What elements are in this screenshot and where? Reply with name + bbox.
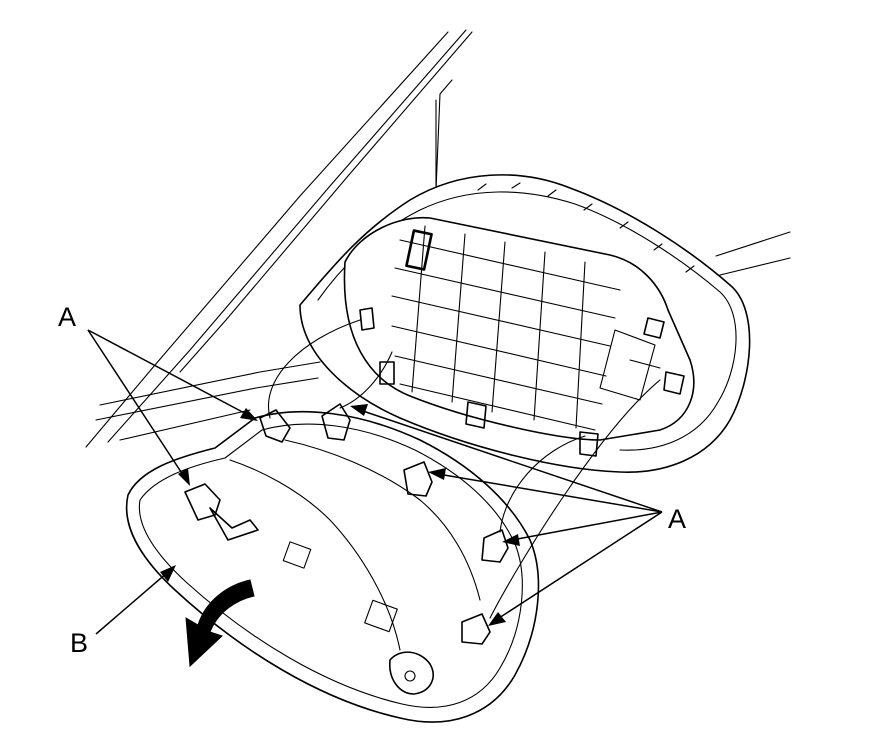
pointer-a-right <box>350 404 663 626</box>
label-b: B <box>70 628 88 658</box>
pointer-a-left <box>87 329 258 486</box>
label-a-left: A <box>58 302 76 332</box>
mirror-cover <box>125 319 661 723</box>
removal-arrow <box>185 579 255 668</box>
door-frame <box>85 29 791 448</box>
mirror-housing <box>299 174 751 473</box>
pointer-b <box>95 565 176 635</box>
label-a-right: A <box>668 504 686 534</box>
